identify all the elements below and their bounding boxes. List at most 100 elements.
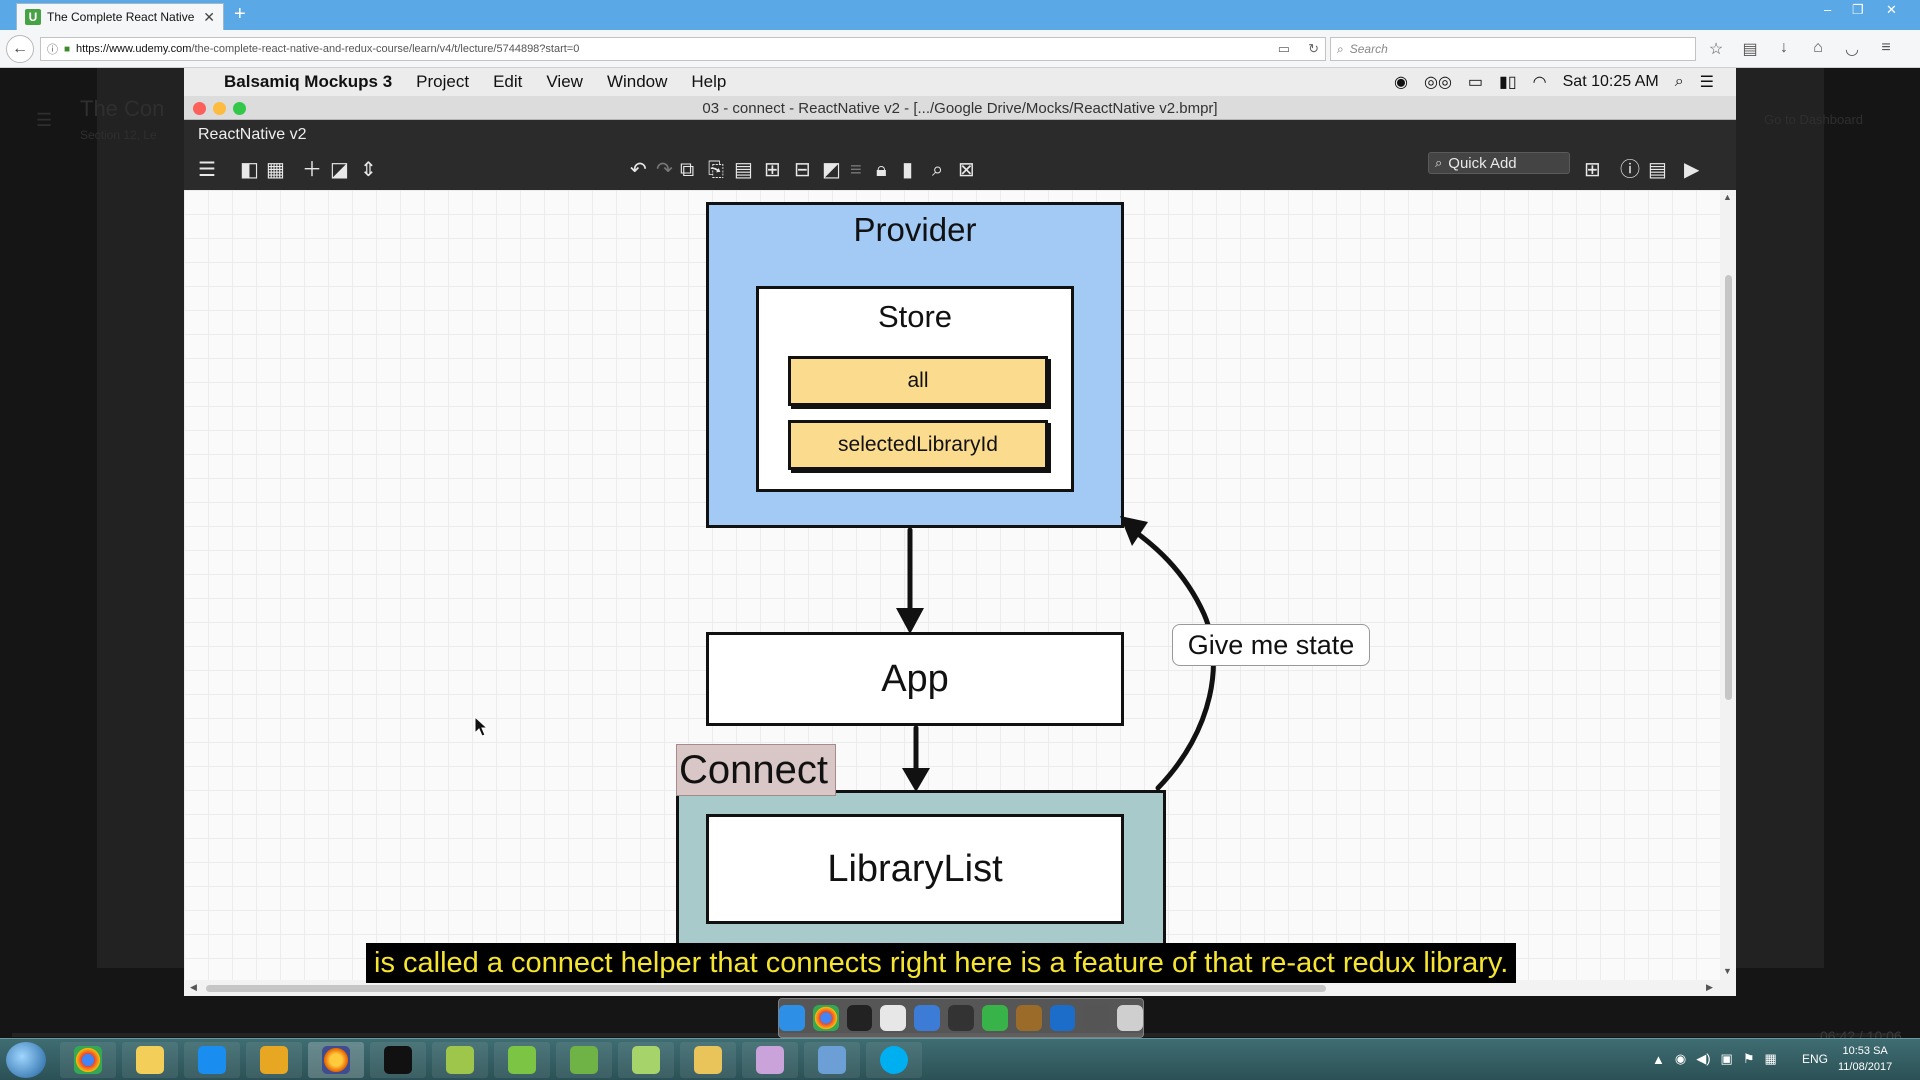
taskbar-app[interactable] <box>618 1042 674 1078</box>
airplay-icon[interactable]: ▭ <box>1467 74 1484 91</box>
finder-icon[interactable] <box>779 1005 805 1031</box>
reload-icon[interactable]: ↻ <box>1308 41 1319 56</box>
menu-icon[interactable]: ☰ <box>198 159 216 181</box>
zoom-icon[interactable]: ⌕ <box>932 159 944 181</box>
home-icon[interactable]: ⌂ <box>1813 39 1823 56</box>
app-icon[interactable] <box>1049 1005 1076 1031</box>
close-tab-icon[interactable]: ✕ <box>203 8 215 25</box>
copy-icon[interactable]: ⧉ <box>680 159 695 181</box>
wifi-icon[interactable]: ◠ <box>1532 74 1547 91</box>
console-icon[interactable] <box>948 1005 974 1031</box>
give-me-state-callout[interactable]: Give me state <box>1172 624 1370 666</box>
app-icon[interactable] <box>1015 1005 1042 1031</box>
info-icon[interactable]: ⓘ <box>47 44 58 56</box>
library-list-box[interactable]: LibraryList <box>706 814 1124 924</box>
taskbar-folder[interactable] <box>680 1042 736 1078</box>
pocket-icon[interactable]: ◡ <box>1845 41 1859 58</box>
search-bar[interactable]: ⌕ Search <box>1330 37 1696 61</box>
emoji-app-icon[interactable] <box>880 1005 907 1031</box>
redo-icon[interactable]: ↷ <box>656 159 673 181</box>
presentation-icon[interactable]: ▶ <box>1684 159 1700 181</box>
mockup-canvas[interactable]: Provider Store all selectedLibraryId App… <box>184 190 1720 990</box>
app-menu[interactable]: Balsamiq Mockups 3 <box>224 72 393 91</box>
ungroup-icon[interactable]: ⊟ <box>794 159 811 181</box>
single-pane-icon[interactable]: ◧ <box>240 159 259 181</box>
go-to-dashboard-link[interactable]: Go to Dashboard <box>1764 112 1864 127</box>
clipboard-icon[interactable]: ▤ <box>734 159 753 181</box>
trash-icon[interactable] <box>1117 1005 1143 1031</box>
notes-icon[interactable]: ▤ <box>1648 159 1667 181</box>
resize-vertical-icon[interactable]: ⇕ <box>360 159 377 181</box>
reader-view-icon[interactable]: ▭ <box>1277 41 1291 56</box>
notification-list-icon[interactable]: ☰ <box>1699 74 1714 91</box>
taskbar-screenshot[interactable] <box>804 1042 860 1078</box>
minimize-window-icon[interactable]: – <box>1824 2 1832 17</box>
ui-library-icon[interactable]: ⊞ <box>1584 159 1601 181</box>
taskbar-firefox[interactable] <box>308 1042 364 1078</box>
glasses-icon[interactable]: ◎◎ <box>1424 74 1452 91</box>
scroll-down-icon[interactable]: ▼ <box>1723 966 1732 976</box>
horizontal-scroll-thumb[interactable] <box>206 985 1326 992</box>
volume-icon[interactable]: ◀) <box>1696 1051 1711 1066</box>
arrange-icon[interactable]: ◩ <box>822 159 841 181</box>
language-indicator[interactable]: ENG <box>1802 1052 1829 1066</box>
undo-icon[interactable]: ↶ <box>630 159 647 181</box>
bookmark-star-icon[interactable]: ☆ <box>1708 41 1724 58</box>
course-menu-icon[interactable]: ☰ <box>36 110 53 130</box>
close-window-icon[interactable]: ✕ <box>1886 2 1897 17</box>
taskbar-explorer[interactable] <box>122 1042 178 1078</box>
store-item-selected-library-id[interactable]: selectedLibraryId <box>788 420 1048 470</box>
video-progress-bar[interactable] <box>12 1033 1900 1037</box>
app-tray-icon[interactable]: ◉ <box>1674 1051 1687 1066</box>
menu-window[interactable]: Window <box>606 72 668 91</box>
menu-project[interactable]: Project <box>416 72 470 91</box>
taskbar-android[interactable] <box>494 1042 550 1078</box>
maximize-window-icon[interactable]: ❐ <box>1852 2 1864 17</box>
url-text[interactable]: https://www.udemy.com/the-complete-react… <box>76 43 1260 55</box>
record-icon[interactable]: ◉ <box>1394 74 1408 91</box>
app-icon[interactable] <box>981 1005 1008 1031</box>
group-icon[interactable]: ⊞ <box>764 159 781 181</box>
vertical-scrollbar[interactable]: ▲ ▼ <box>1720 190 1736 980</box>
menu-view[interactable]: View <box>546 72 583 91</box>
taskbar-notepad[interactable] <box>432 1042 488 1078</box>
close-window-button[interactable] <box>193 102 206 115</box>
terminal-icon[interactable] <box>846 1005 873 1031</box>
hamburger-menu-icon[interactable]: ≡ <box>1881 39 1891 56</box>
library-icon[interactable]: ▤ <box>1742 41 1758 58</box>
grid-view-icon[interactable]: ▦ <box>266 159 285 181</box>
taskbar-chrome[interactable] <box>60 1042 116 1078</box>
system-clock[interactable]: 10:53 SA 11/08/2017 <box>1838 1043 1892 1075</box>
show-hidden-icons-icon[interactable]: ▲ <box>1652 1051 1665 1067</box>
action-center-flag-icon[interactable]: ⚑ <box>1742 1051 1755 1066</box>
align-icon[interactable]: ≡ <box>850 159 862 181</box>
url-bar[interactable]: ⓘ ■ https://www.udemy.com/the-complete-r… <box>40 37 1326 61</box>
paste-icon[interactable]: ⎘ <box>708 159 724 181</box>
menu-help[interactable]: Help <box>691 72 727 91</box>
trash-icon[interactable]: ▮ <box>902 159 914 181</box>
battery-icon[interactable]: ▮▯ <box>1499 74 1517 91</box>
download-icon[interactable]: ↓ <box>1780 39 1788 56</box>
new-tab-icon[interactable]: + <box>234 3 246 25</box>
menu-edit[interactable]: Edit <box>493 72 523 91</box>
taskbar-android-studio[interactable] <box>556 1042 612 1078</box>
spotlight-search-icon[interactable]: ⌕ <box>1674 73 1684 90</box>
downloads-icon[interactable] <box>1083 1005 1110 1031</box>
browser-tab[interactable]: U The Complete React Native ✕ <box>16 3 224 30</box>
app-box[interactable]: App <box>706 632 1124 726</box>
vscode-icon[interactable] <box>914 1005 941 1031</box>
fit-icon[interactable]: ⊠ <box>958 159 975 181</box>
taskbar-skype[interactable] <box>866 1042 922 1078</box>
taskbar-terminal[interactable] <box>370 1042 426 1078</box>
store-item-all[interactable]: all <box>788 356 1048 406</box>
info-icon[interactable]: ⓘ <box>1620 159 1640 181</box>
network-icon[interactable]: ▦ <box>1764 1051 1777 1066</box>
start-button[interactable] <box>6 1042 46 1078</box>
lock-icon[interactable]: 🔒︎ <box>876 159 887 181</box>
chrome-icon[interactable] <box>812 1005 839 1031</box>
zoom-window-button[interactable] <box>233 102 246 115</box>
minimize-window-button[interactable] <box>213 102 226 115</box>
app-tray-icon[interactable]: ▣ <box>1720 1051 1733 1066</box>
taskbar-zalo[interactable] <box>184 1042 240 1078</box>
back-arrow-icon[interactable]: ← <box>6 35 34 63</box>
